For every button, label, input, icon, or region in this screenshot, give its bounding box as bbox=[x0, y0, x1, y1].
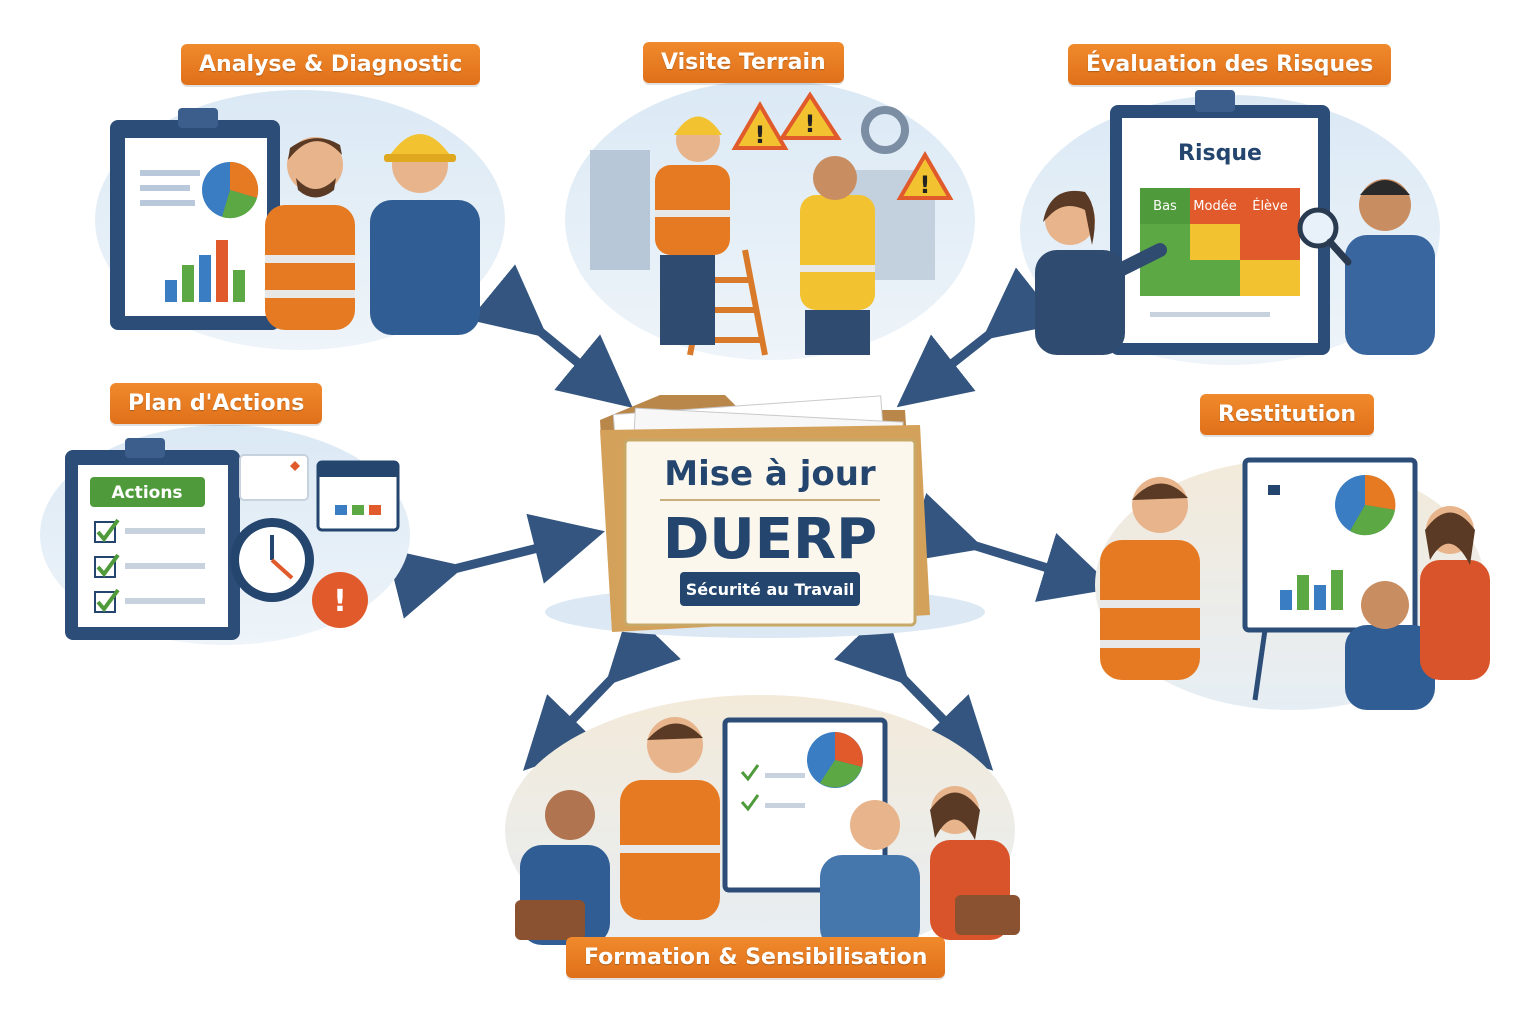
arrow-formation-right bbox=[834, 609, 994, 771]
step-label-plan: Plan d'Actions bbox=[110, 383, 323, 424]
warning-sign-icon: ! bbox=[896, 151, 954, 200]
scene-restitution bbox=[1095, 457, 1490, 710]
risk-level-high: Élève bbox=[1252, 198, 1288, 214]
trainer-orange-vest bbox=[620, 717, 720, 920]
center-folder: Mise à jour DUERP Sécurité au Travail bbox=[545, 395, 985, 638]
warning-sign-icon: ! bbox=[731, 101, 789, 150]
audience-member bbox=[1420, 506, 1490, 680]
warning-sign-icon: ! bbox=[778, 91, 842, 140]
risk-board-title: Risque bbox=[1178, 141, 1262, 166]
arrow-plan bbox=[386, 513, 605, 619]
step-label-evaluation: Évaluation des Risques bbox=[1068, 44, 1392, 85]
bar-chart-icon bbox=[165, 240, 245, 302]
worker-orange-vest bbox=[265, 137, 355, 330]
scene-formation bbox=[505, 695, 1020, 965]
center-title-line2: DUERP bbox=[663, 507, 877, 572]
clock-icon bbox=[230, 518, 314, 602]
presenter-orange-vest bbox=[1100, 477, 1200, 680]
arrow-analyse bbox=[469, 264, 633, 408]
note-card-icon bbox=[239, 454, 309, 501]
calendar-icon bbox=[316, 460, 400, 532]
worker-on-ladder bbox=[655, 116, 730, 345]
step-label-visite: Visite Terrain bbox=[643, 42, 844, 83]
step-label-restitution: Restitution bbox=[1200, 394, 1375, 435]
scene-evaluation: Risque Bas Modée Élève bbox=[1020, 90, 1440, 365]
scene-visite: ! ! ! bbox=[565, 80, 975, 360]
checkbox-icon bbox=[94, 518, 120, 613]
audience-member bbox=[1345, 581, 1435, 710]
bar-chart-icon bbox=[1280, 570, 1343, 610]
svg-text:!: ! bbox=[755, 121, 766, 149]
connector-arrows bbox=[386, 264, 1115, 771]
svg-text:!: ! bbox=[333, 584, 347, 619]
center-title-line1: Mise à jour bbox=[664, 454, 876, 494]
checkbox-icon bbox=[740, 764, 760, 812]
trainee bbox=[820, 800, 920, 950]
arrow-evaluation bbox=[896, 267, 1061, 408]
step-label-analyse: Analyse & Diagnostic bbox=[181, 44, 481, 85]
risk-level-moderate: Modée bbox=[1193, 199, 1236, 214]
magnifier-icon bbox=[1297, 207, 1352, 266]
svg-text:!: ! bbox=[920, 171, 931, 199]
arrow-formation-left bbox=[523, 609, 681, 771]
worker-hardhat bbox=[370, 134, 480, 335]
scene-plan: Actions ! bbox=[40, 425, 410, 645]
risk-matrix: Bas Modée Élève bbox=[1140, 188, 1300, 296]
step-label-formation: Formation & Sensibilisation bbox=[566, 937, 946, 978]
arrow-restitution bbox=[905, 493, 1115, 602]
alert-bubble-icon: ! bbox=[312, 572, 368, 628]
worker-yellow-vest bbox=[800, 156, 875, 355]
consultant-man bbox=[1345, 179, 1435, 355]
center-ribbon: Sécurité au Travail bbox=[686, 580, 855, 599]
consultant-woman bbox=[1035, 190, 1167, 355]
actions-title: Actions bbox=[111, 483, 182, 503]
gear-icon bbox=[861, 106, 909, 154]
risk-level-low: Bas bbox=[1153, 199, 1177, 214]
svg-text:!: ! bbox=[805, 110, 816, 138]
scene-analyse bbox=[95, 90, 505, 350]
